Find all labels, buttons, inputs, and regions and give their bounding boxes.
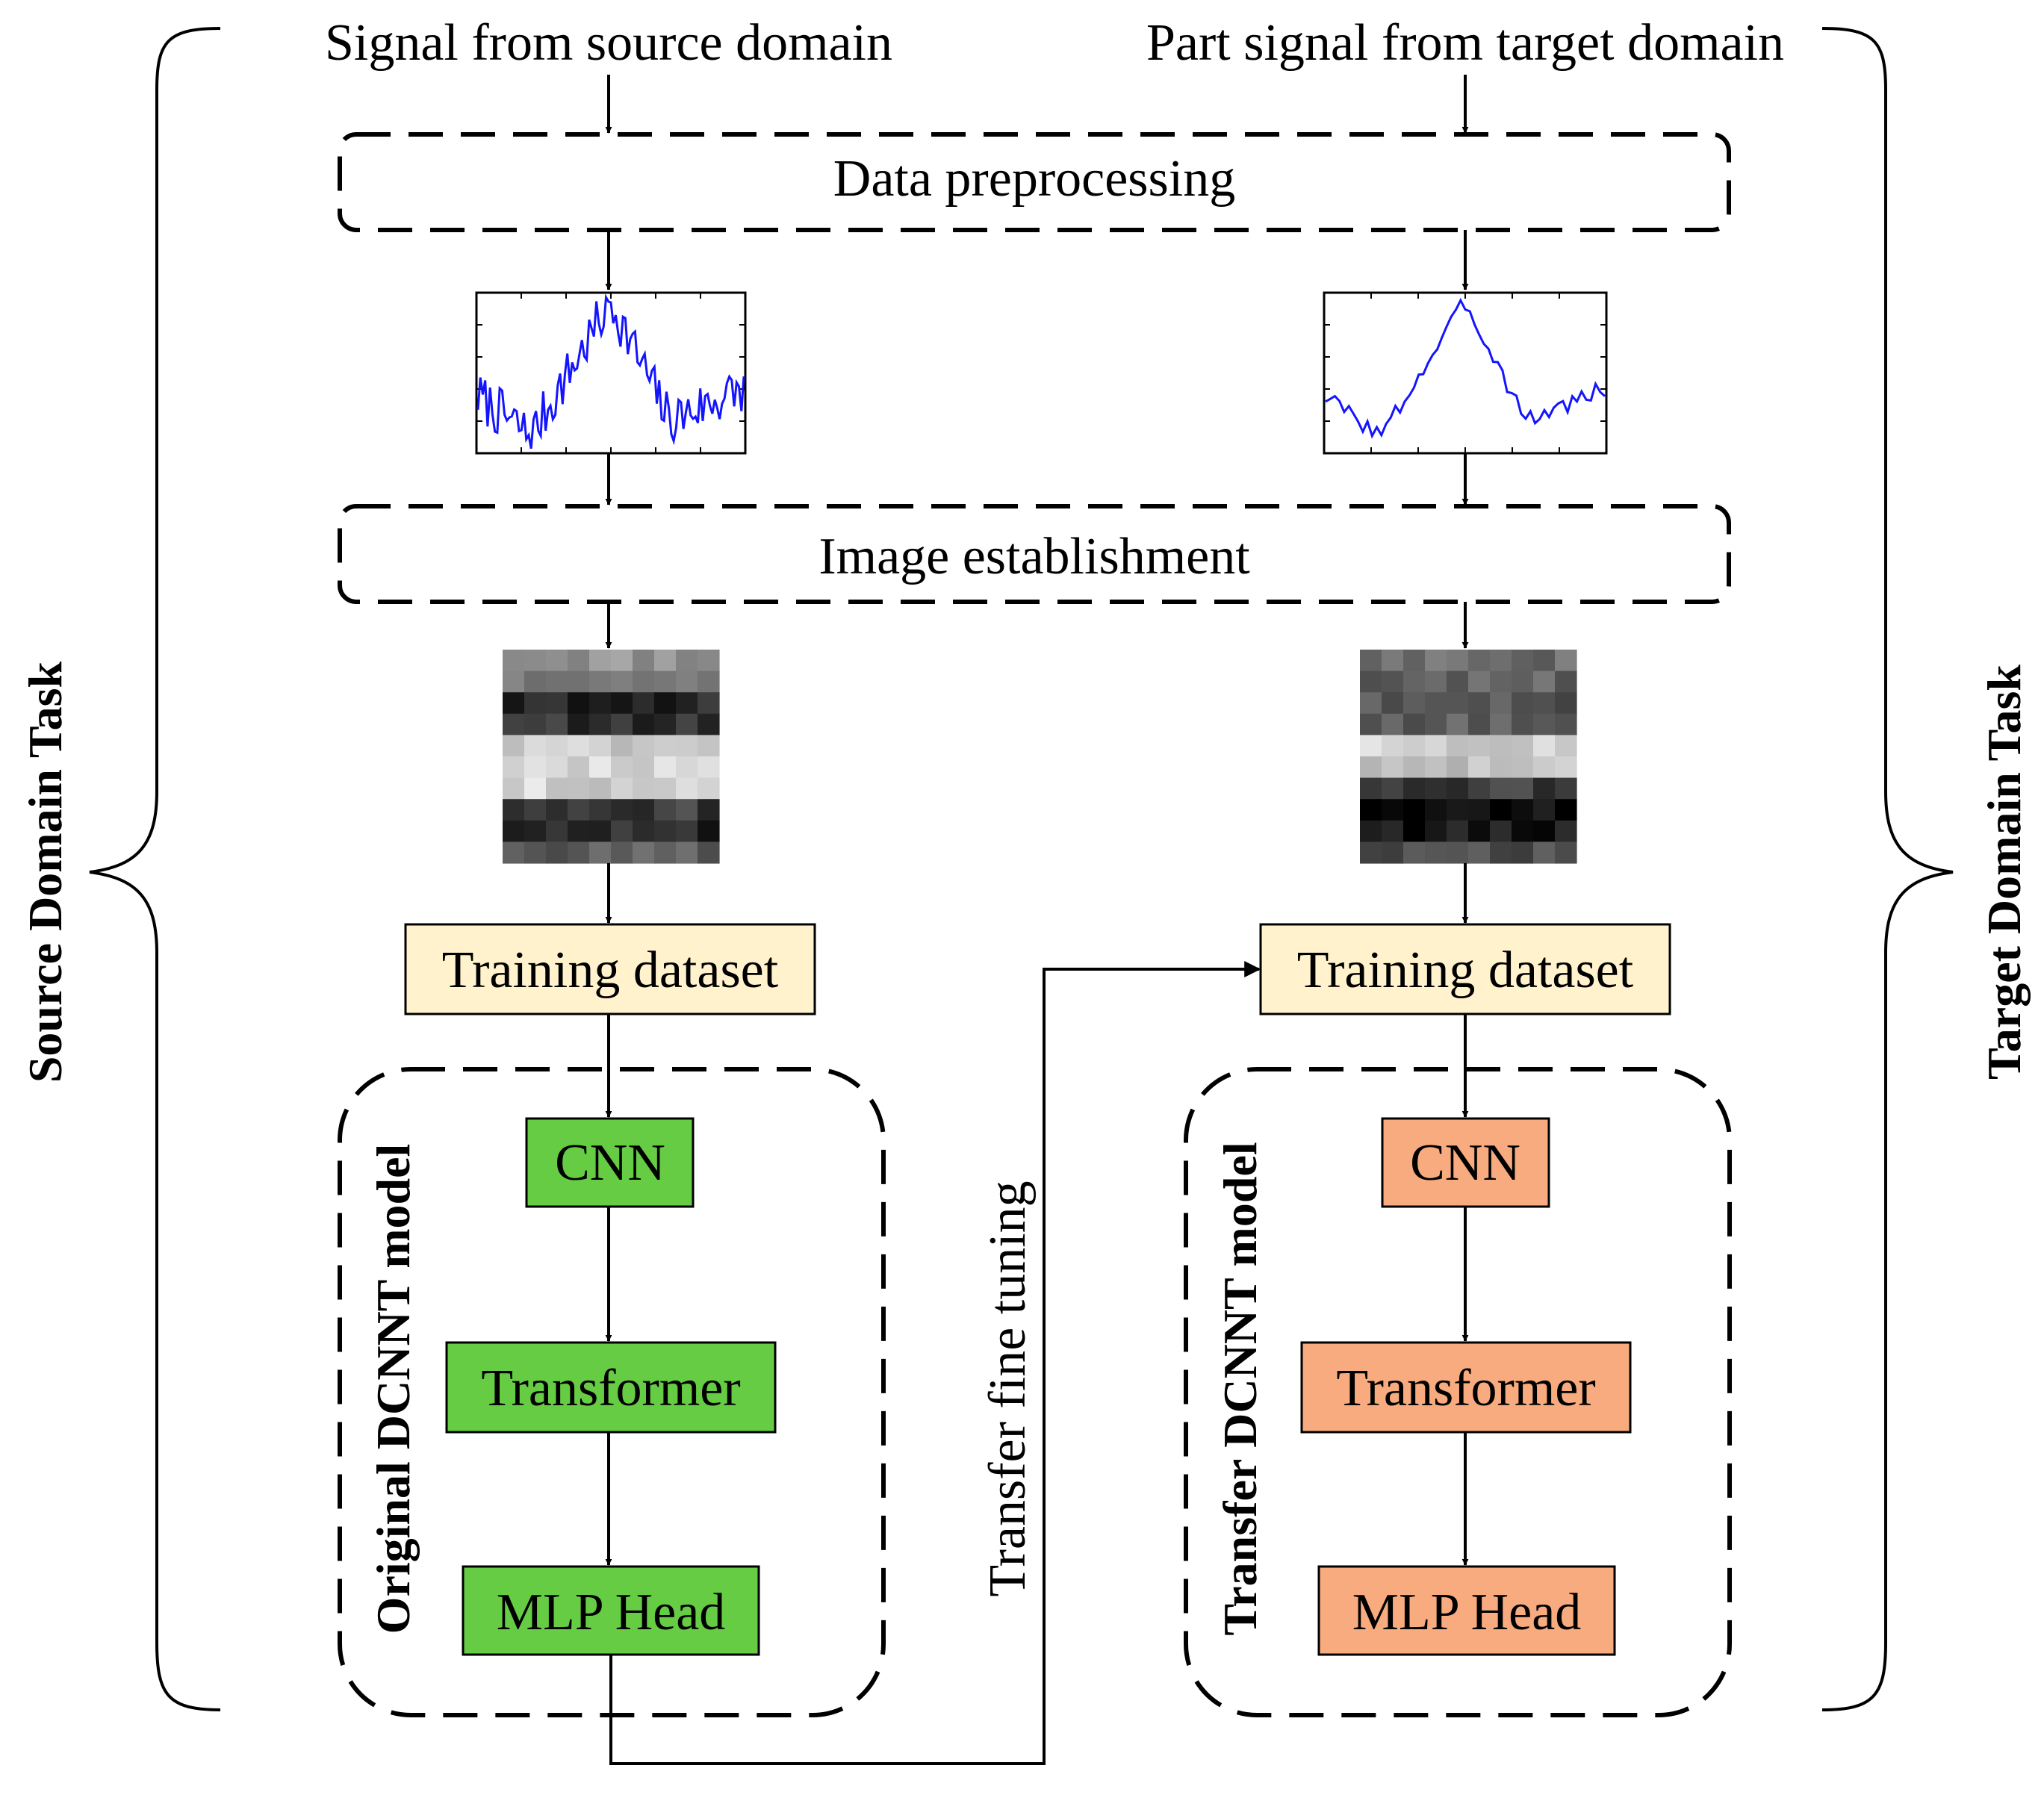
source-signal-line xyxy=(476,293,745,449)
source-cnn-label: CNN xyxy=(555,1134,665,1192)
target-grayscale-image xyxy=(1360,650,1577,864)
image-establishment-label: Image establishment xyxy=(818,528,1250,585)
source-signal-plot xyxy=(475,291,747,455)
target-transformer-label: Transformer xyxy=(1336,1360,1595,1417)
target-signal-line xyxy=(1325,297,1606,439)
transfer-model-container xyxy=(1184,1067,1732,1717)
source-grayscale-image xyxy=(503,650,720,864)
target-mlp-head-label: MLP Head xyxy=(1352,1584,1582,1641)
target-signal-plot xyxy=(1323,291,1608,455)
target-cnn-label: CNN xyxy=(1410,1134,1520,1192)
source-mlp-head-label: MLP Head xyxy=(497,1584,726,1641)
target-mlp-head-block xyxy=(1317,1565,1616,1656)
target-signal-label: Part signal from target domain xyxy=(1146,14,1784,72)
source-training-dataset-label: Training dataset xyxy=(442,942,779,999)
target-training-dataset-label: Training dataset xyxy=(1297,942,1634,999)
left-brace xyxy=(89,27,221,1711)
original-model-label: Original DCNNT model xyxy=(367,1144,420,1634)
transfer-model-label: Transfer DCNNT model xyxy=(1214,1142,1267,1635)
image-establishment-box xyxy=(338,504,1731,604)
source-transformer-label: Transformer xyxy=(481,1360,740,1417)
target-domain-task-label: Target Domain Task xyxy=(1978,665,2031,1080)
source-transformer-block xyxy=(445,1341,777,1434)
target-training-dataset-box xyxy=(1259,923,1671,1015)
right-brace xyxy=(1821,27,1954,1711)
source-training-dataset-box xyxy=(404,923,816,1015)
source-signal-label: Signal from source domain xyxy=(325,14,892,72)
transfer-fine-tuning-label: Transfer fine tuning xyxy=(979,1180,1037,1596)
target-transformer-block xyxy=(1300,1341,1632,1434)
transfer-connector xyxy=(609,961,1261,1765)
data-preprocessing-box xyxy=(338,132,1731,232)
source-mlp-head-block xyxy=(462,1565,760,1656)
source-cnn-block xyxy=(525,1117,695,1208)
source-domain-task-label: Source Domain Task xyxy=(19,661,72,1083)
data-preprocessing-label: Data preprocessing xyxy=(833,150,1235,208)
target-cnn-block xyxy=(1381,1117,1550,1208)
